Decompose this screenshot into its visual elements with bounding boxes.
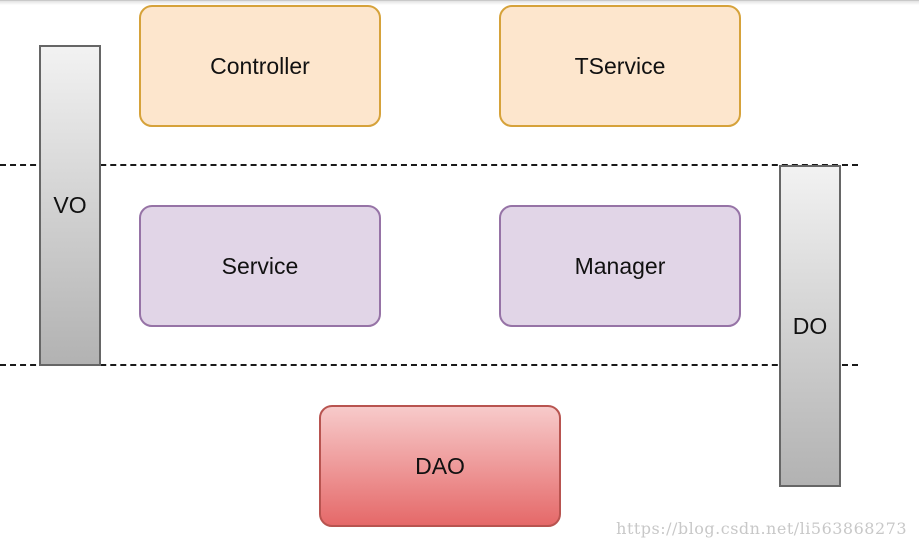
service-box: Service: [139, 205, 381, 327]
do-label: DO: [792, 312, 828, 339]
tservice-label: TService: [574, 52, 666, 79]
do-bar: DO: [779, 165, 841, 487]
manager-box: Manager: [499, 205, 741, 327]
dao-label: DAO: [415, 452, 465, 479]
watermark-text: https://blog.csdn.net/li563868273: [616, 519, 907, 538]
tservice-box: TService: [499, 5, 741, 127]
layer-divider-upper: [0, 164, 858, 166]
controller-box: Controller: [139, 5, 381, 127]
vo-label: VO: [53, 192, 87, 218]
layer-divider-lower: [0, 364, 858, 366]
manager-label: Manager: [574, 252, 666, 279]
dao-box: DAO: [319, 405, 561, 527]
service-label: Service: [221, 252, 299, 279]
controller-label: Controller: [210, 52, 310, 79]
vo-bar: VO: [39, 45, 101, 366]
window-top-border: [0, 0, 919, 5]
